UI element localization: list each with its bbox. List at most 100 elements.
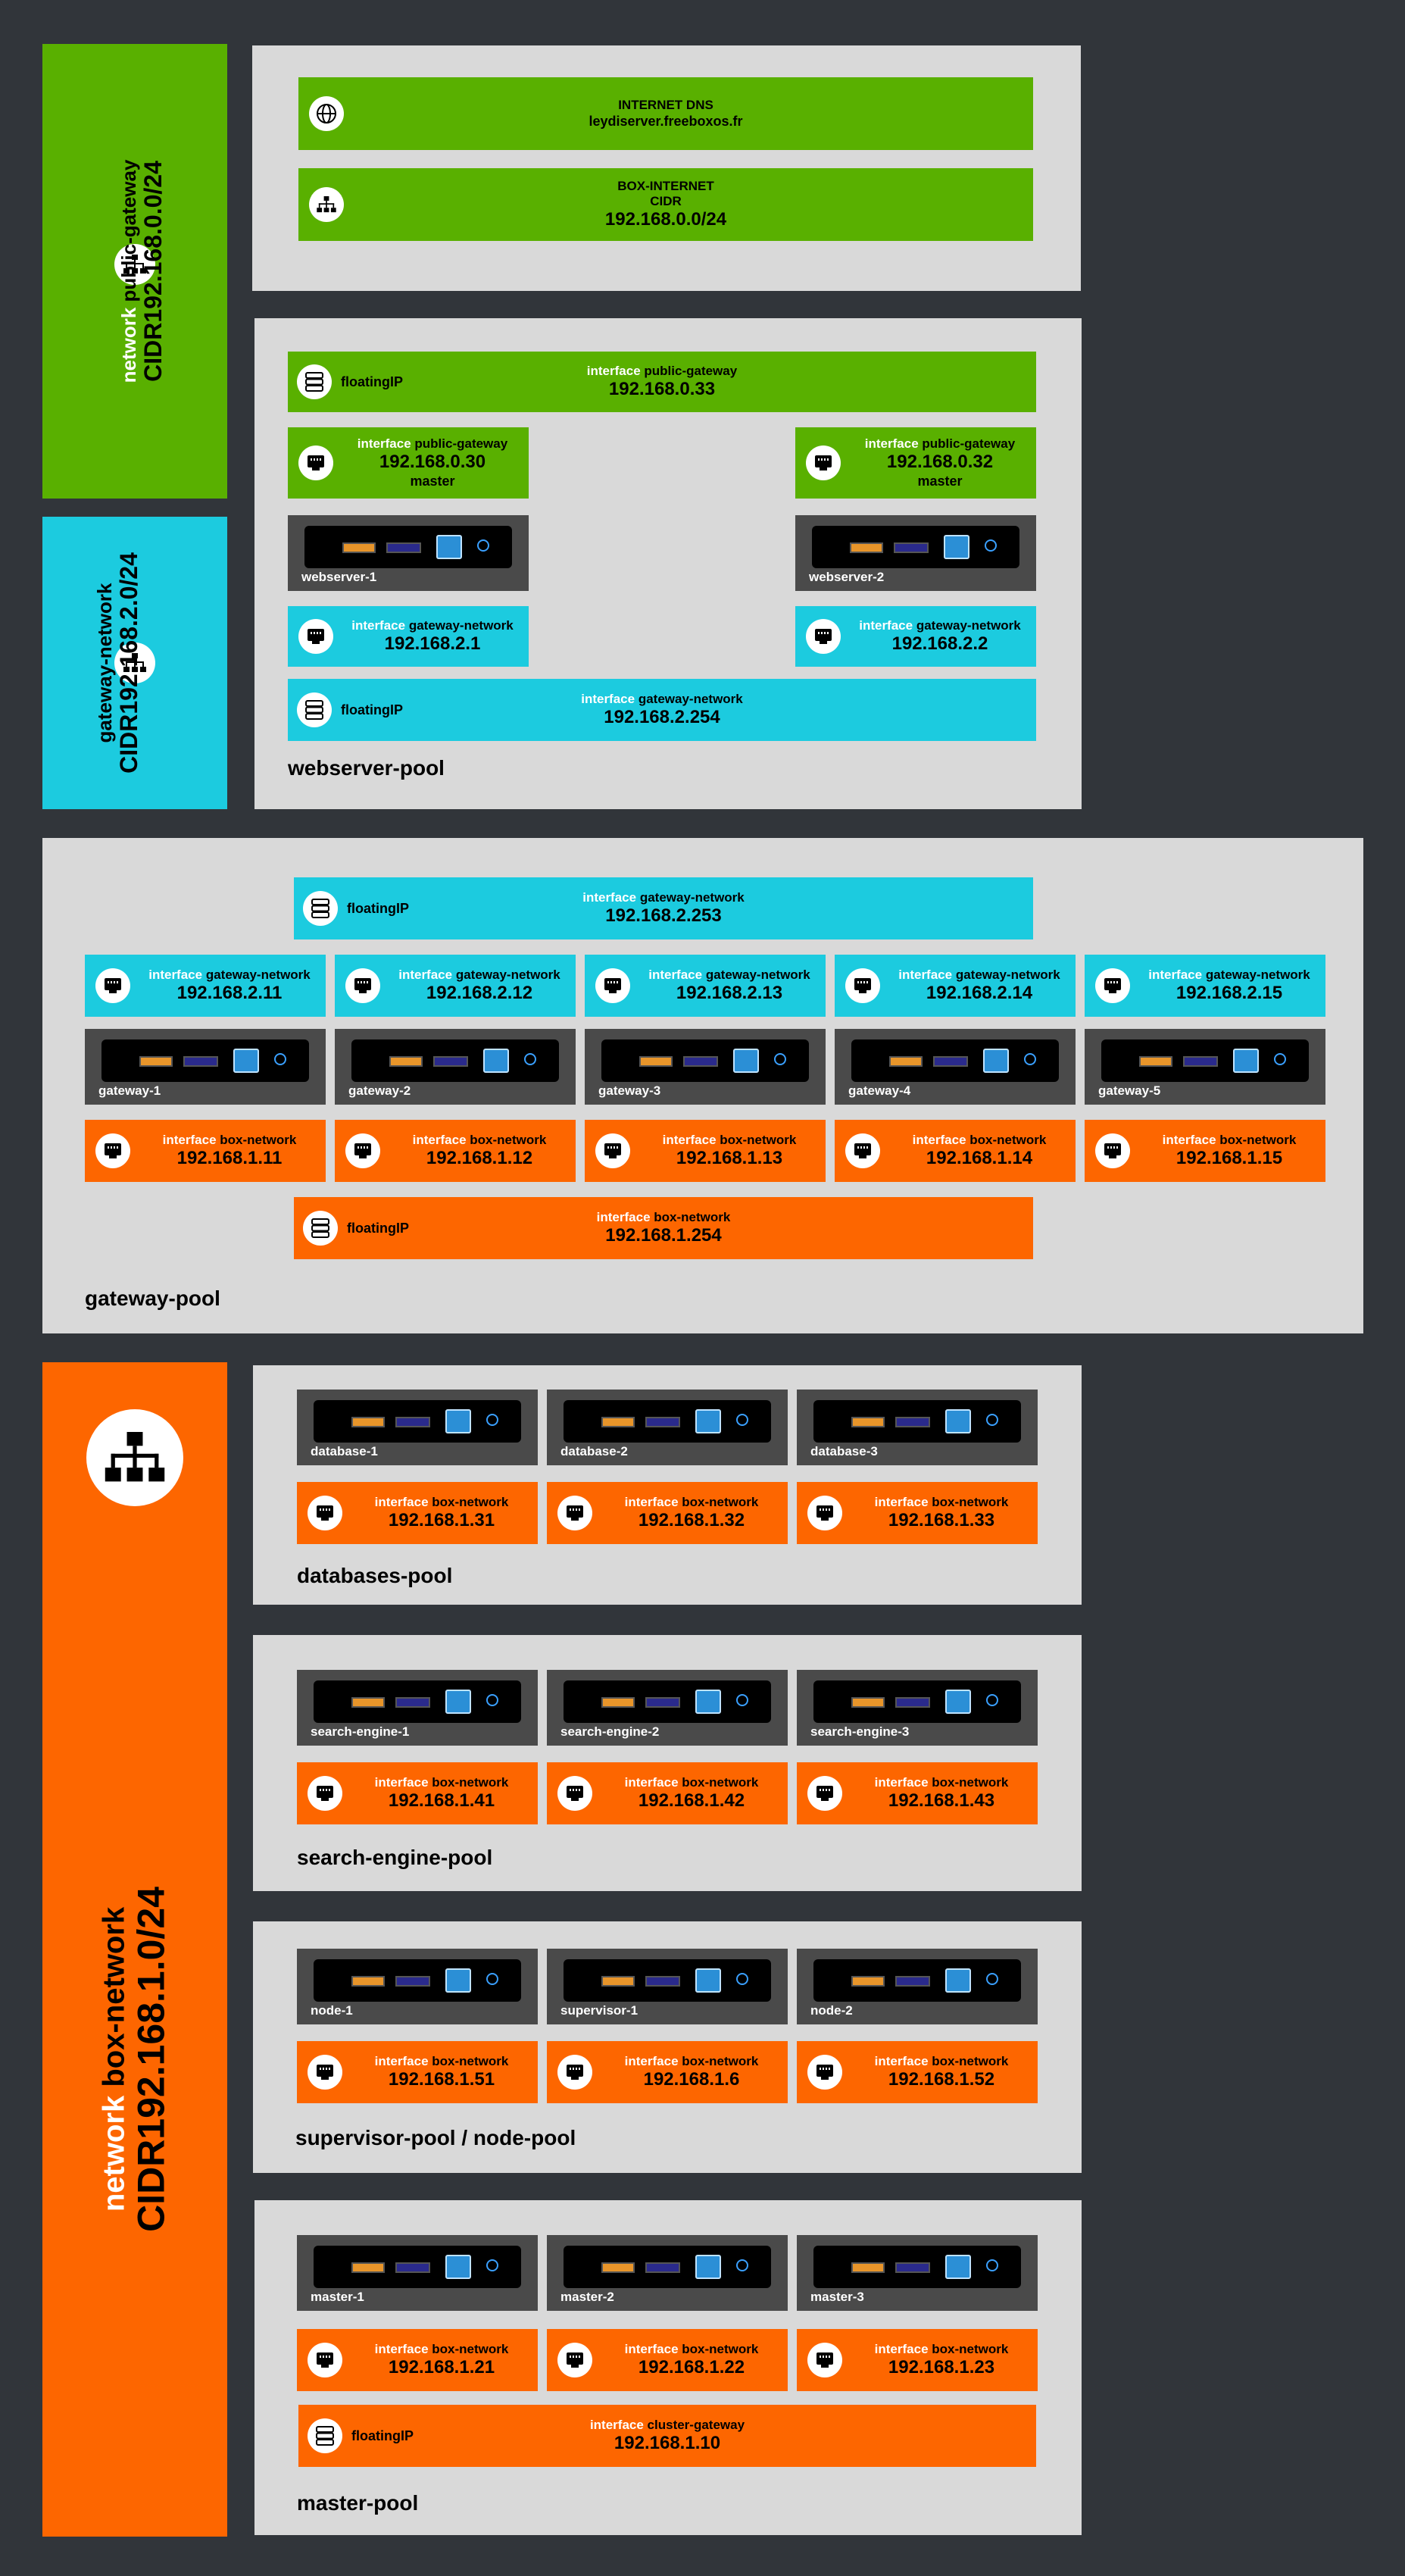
cpu-chip-icon bbox=[733, 1049, 759, 1073]
network-keyword: network bbox=[117, 307, 141, 383]
floating-ip-label: floatingIP bbox=[341, 702, 403, 717]
server-front-panel bbox=[564, 2246, 771, 2288]
interface-network: gateway-network bbox=[455, 968, 560, 982]
port-blue-icon bbox=[683, 1056, 718, 1067]
ethernet-port-icon bbox=[345, 1133, 380, 1168]
interface-label: interface bbox=[912, 1133, 966, 1147]
server-name: supervisor-1 bbox=[560, 2003, 638, 2018]
port-orange-icon bbox=[850, 542, 883, 553]
interface-heading: interface box-network bbox=[850, 2054, 1033, 2069]
interface-ip: 192.168.1.15 bbox=[1176, 1148, 1283, 1168]
interface-label: interface bbox=[374, 2342, 429, 2356]
interface-heading: interface box-network bbox=[388, 1133, 571, 1148]
network-keyword: network bbox=[97, 2095, 131, 2212]
power-icon bbox=[986, 2259, 998, 2271]
port-orange-icon bbox=[601, 1697, 635, 1708]
ethernet-port-icon bbox=[806, 619, 841, 654]
ethernet-port-icon bbox=[845, 1133, 880, 1168]
network-tree-icon bbox=[86, 1409, 183, 1506]
power-icon bbox=[486, 1414, 498, 1426]
server-node[interactable]: webserver-2 bbox=[795, 515, 1036, 591]
interface-heading: interface box-network bbox=[600, 2054, 783, 2069]
server-node[interactable]: gateway-1 bbox=[85, 1029, 326, 1105]
ethernet-port-icon bbox=[845, 968, 880, 1003]
floating-ip-label: floatingIP bbox=[347, 900, 409, 916]
interface-heading: interface box-network bbox=[638, 1133, 821, 1148]
port-blue-icon bbox=[933, 1056, 968, 1067]
port-orange-icon bbox=[389, 1056, 423, 1067]
interface-network: gateway-network bbox=[408, 618, 514, 633]
server-node[interactable]: search-engine-1 bbox=[297, 1670, 538, 1746]
server-node[interactable]: node-1 bbox=[297, 1949, 538, 2024]
ethernet-port-icon bbox=[345, 968, 380, 1003]
server-node[interactable]: search-engine-2 bbox=[547, 1670, 788, 1746]
server-node[interactable]: supervisor-1 bbox=[547, 1949, 788, 2024]
server-node[interactable]: webserver-1 bbox=[288, 515, 529, 591]
interface-network: box-network bbox=[932, 1495, 1009, 1509]
box-internet-title: BOX-INTERNET bbox=[617, 179, 714, 193]
power-icon bbox=[1274, 1053, 1286, 1065]
internet-dns-host: leydiserver.freeboxos.fr bbox=[589, 114, 743, 129]
server-name: search-engine-2 bbox=[560, 1724, 660, 1739]
server-node[interactable]: database-3 bbox=[797, 1390, 1038, 1465]
server-node[interactable]: gateway-4 bbox=[835, 1029, 1076, 1105]
interface-ip: 192.168.2.11 bbox=[176, 983, 283, 1003]
ethernet-port-icon bbox=[557, 2055, 592, 2090]
server-node[interactable]: gateway-2 bbox=[335, 1029, 576, 1105]
server-node[interactable]: node-2 bbox=[797, 1949, 1038, 2024]
pool-label: databases-pool bbox=[297, 1564, 453, 1587]
server-front-panel bbox=[314, 1959, 521, 2002]
port-blue-icon bbox=[395, 2262, 430, 2273]
ethernet-port-icon bbox=[95, 1133, 130, 1168]
role-label: master bbox=[917, 474, 963, 489]
server-node[interactable]: master-1 bbox=[297, 2235, 538, 2311]
ethernet-port-icon bbox=[557, 1776, 592, 1811]
interface-label: interface bbox=[624, 1775, 679, 1790]
server-node[interactable]: master-2 bbox=[547, 2235, 788, 2311]
server-name: database-1 bbox=[311, 1444, 378, 1458]
interface-ip: 192.168.0.32 bbox=[886, 452, 994, 472]
server-node[interactable]: search-engine-3 bbox=[797, 1670, 1038, 1746]
server-name: search-engine-1 bbox=[311, 1724, 410, 1739]
server-node[interactable]: gateway-3 bbox=[585, 1029, 826, 1105]
server-node[interactable]: gateway-5 bbox=[1085, 1029, 1325, 1105]
interface-heading: interface gateway-network bbox=[341, 618, 524, 633]
server-name: master-2 bbox=[560, 2290, 614, 2304]
interface-heading: interface box-network bbox=[1138, 1133, 1321, 1148]
floating-ip-bar: floatingIP interface gateway-network 192… bbox=[294, 877, 1033, 939]
interface-ip: 192.168.1.11 bbox=[176, 1148, 283, 1168]
server-node[interactable]: database-2 bbox=[547, 1390, 788, 1465]
server-node[interactable]: master-3 bbox=[797, 2235, 1038, 2311]
interface-label: interface bbox=[357, 436, 411, 451]
server-name: gateway-1 bbox=[98, 1083, 161, 1098]
interface-label: interface bbox=[898, 968, 953, 982]
interface-label: interface bbox=[148, 968, 203, 982]
ethernet-port-icon bbox=[1095, 1133, 1130, 1168]
interface-network: box-network bbox=[932, 2054, 1009, 2068]
server-front-panel bbox=[1101, 1039, 1309, 1082]
server-node[interactable]: database-1 bbox=[297, 1390, 538, 1465]
interface-network: box-network bbox=[969, 1133, 1047, 1147]
interface-network: box-network bbox=[932, 2342, 1009, 2356]
interface-network: box-network bbox=[682, 1775, 759, 1790]
server-name: webserver-2 bbox=[809, 570, 885, 584]
interface-network: box-network bbox=[220, 1133, 297, 1147]
server-name: gateway-2 bbox=[348, 1083, 411, 1098]
interface-ip: 192.168.1.254 bbox=[605, 1225, 722, 1246]
server-name: gateway-3 bbox=[598, 1083, 661, 1098]
interface-ip: 192.168.1.41 bbox=[388, 1790, 495, 1811]
ethernet-port-icon bbox=[308, 1496, 342, 1530]
ethernet-port-icon bbox=[806, 445, 841, 480]
